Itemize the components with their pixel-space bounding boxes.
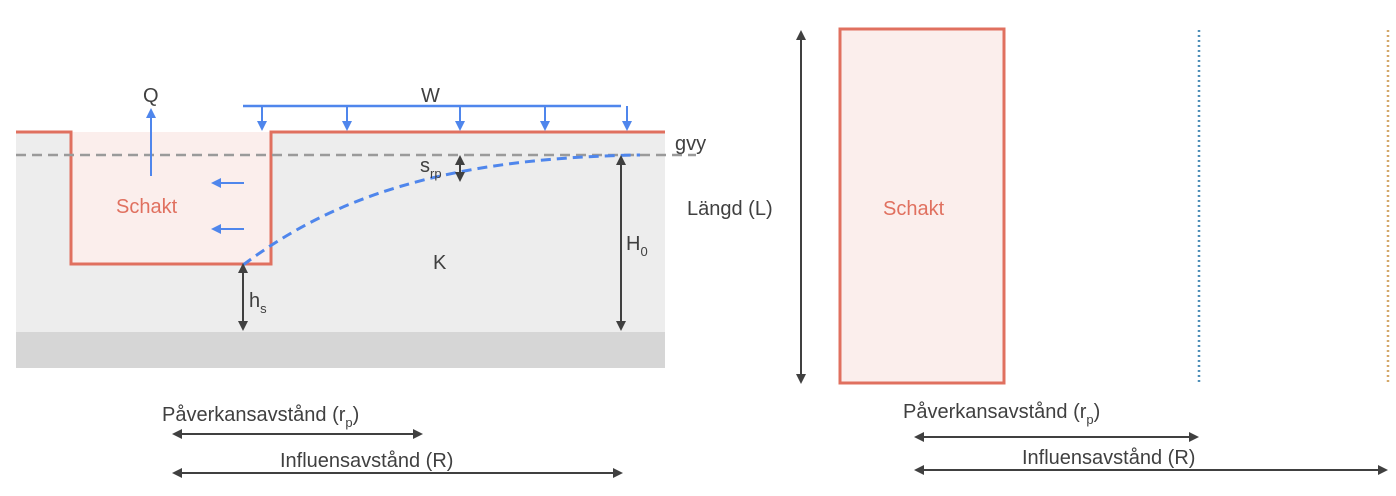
section-rp-label-sub: p	[345, 415, 352, 430]
section-rp-label-close: )	[353, 404, 360, 426]
plan-excavation-label: Schakt	[883, 198, 945, 220]
section-rp-label: Påverkansavstånd (rp)	[162, 404, 359, 430]
plan-view: Längd (L) Schakt Påverkansavstånd (rp) I…	[687, 27, 1390, 475]
cross-section: Q W gvy Schakt K srp H0 hs Påverkansavst…	[16, 85, 706, 478]
plan-rp-label-main: Påverkansavstånd (r	[903, 401, 1087, 423]
conductivity-label: K	[433, 252, 447, 274]
excavation-head-label-sub: s	[260, 301, 267, 316]
drawdown-curve	[242, 153, 641, 267]
drawdown-label-sub: rp	[430, 166, 442, 181]
plan-rp-label-close: )	[1094, 401, 1101, 423]
section-R-label: Influensavstånd (R)	[280, 450, 453, 472]
excavation-label: Schakt	[116, 196, 178, 218]
recharge-label: W	[421, 85, 440, 107]
plan-R-label: Influensavstånd (R)	[1022, 447, 1195, 469]
excavation-head-label: hs	[249, 290, 267, 316]
excavation-head-label-main: h	[249, 290, 260, 312]
excavation-outline	[16, 130, 665, 266]
initial-head-label-main: H	[626, 233, 640, 255]
drawdown-label-main: s	[420, 155, 430, 177]
groundwater-label: gvy	[675, 133, 706, 155]
initial-head-label: H0	[626, 233, 648, 259]
pumping-label: Q	[143, 85, 159, 107]
plan-rp-label: Påverkansavstånd (rp)	[903, 401, 1100, 427]
plan-rp-label-sub: p	[1086, 412, 1093, 427]
plan-length-label: Längd (L)	[687, 198, 773, 220]
plan-excavation	[838, 27, 1006, 385]
section-rp-label-main: Påverkansavstånd (r	[162, 404, 346, 426]
initial-head-label-sub: 0	[640, 244, 647, 259]
bedrock-layer	[16, 332, 665, 368]
drawdown-label: srp	[420, 155, 442, 181]
